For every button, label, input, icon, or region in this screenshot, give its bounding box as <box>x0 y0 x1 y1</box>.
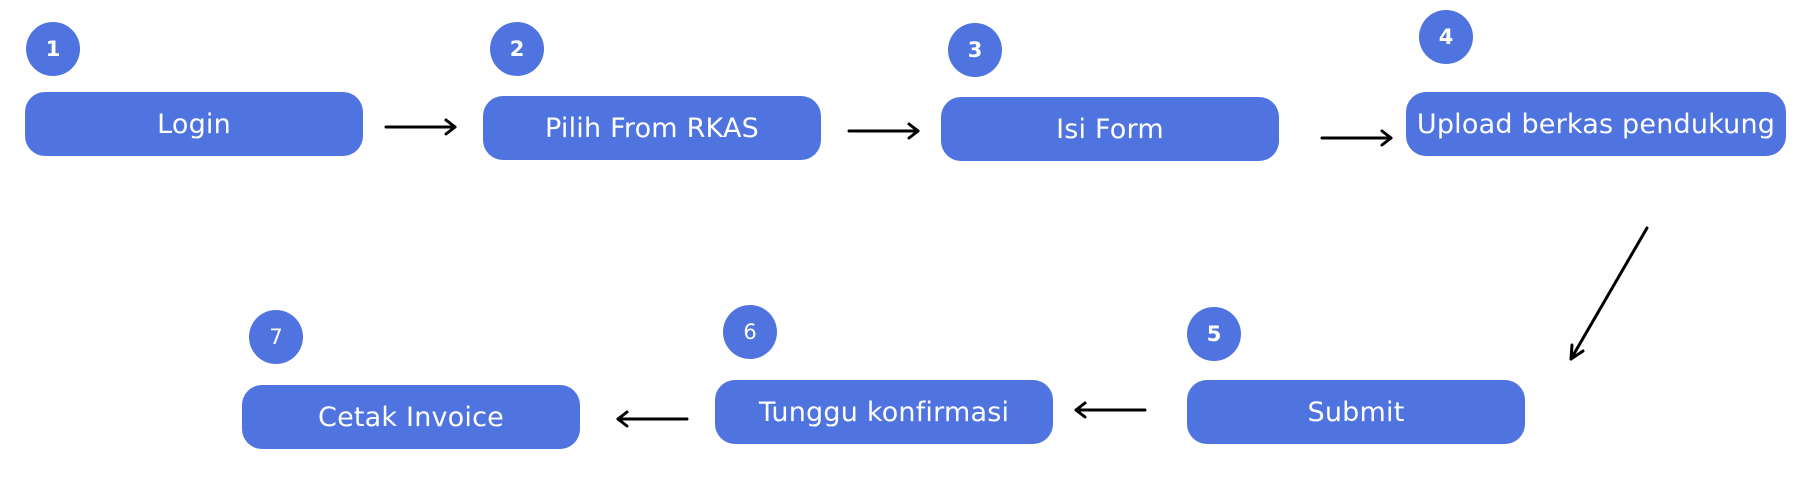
step-4-number-badge: 4 <box>1419 10 1473 64</box>
arrow-4-to-5 <box>1569 226 1649 361</box>
arrow-3-to-4 <box>1320 129 1393 147</box>
step-3-isi-form-box: Isi Form <box>941 97 1279 161</box>
arrow-6-to-7 <box>616 410 689 428</box>
step-6-number-badge: 6 <box>723 305 777 359</box>
step-3-number-badge: 3 <box>948 23 1002 77</box>
arrow-1-to-2 <box>384 118 457 136</box>
step-1-number-badge: 1 <box>26 22 80 76</box>
step-4-upload-berkas-box: Upload berkas pendukung <box>1406 92 1786 156</box>
step-7-number-badge: 7 <box>249 310 303 364</box>
step-1-login-box: Login <box>25 92 363 156</box>
step-2-pilih-rkas-box: Pilih From RKAS <box>483 96 821 160</box>
step-7-cetak-invoice-box: Cetak Invoice <box>242 385 580 449</box>
step-6-tunggu-konfirmasi-box: Tunggu konfirmasi <box>715 380 1053 444</box>
step-5-submit-box: Submit <box>1187 380 1525 444</box>
step-5-number-badge: 5 <box>1187 307 1241 361</box>
step-2-number-badge: 2 <box>490 22 544 76</box>
arrow-5-to-6 <box>1074 401 1147 419</box>
arrow-2-to-3 <box>847 122 920 140</box>
